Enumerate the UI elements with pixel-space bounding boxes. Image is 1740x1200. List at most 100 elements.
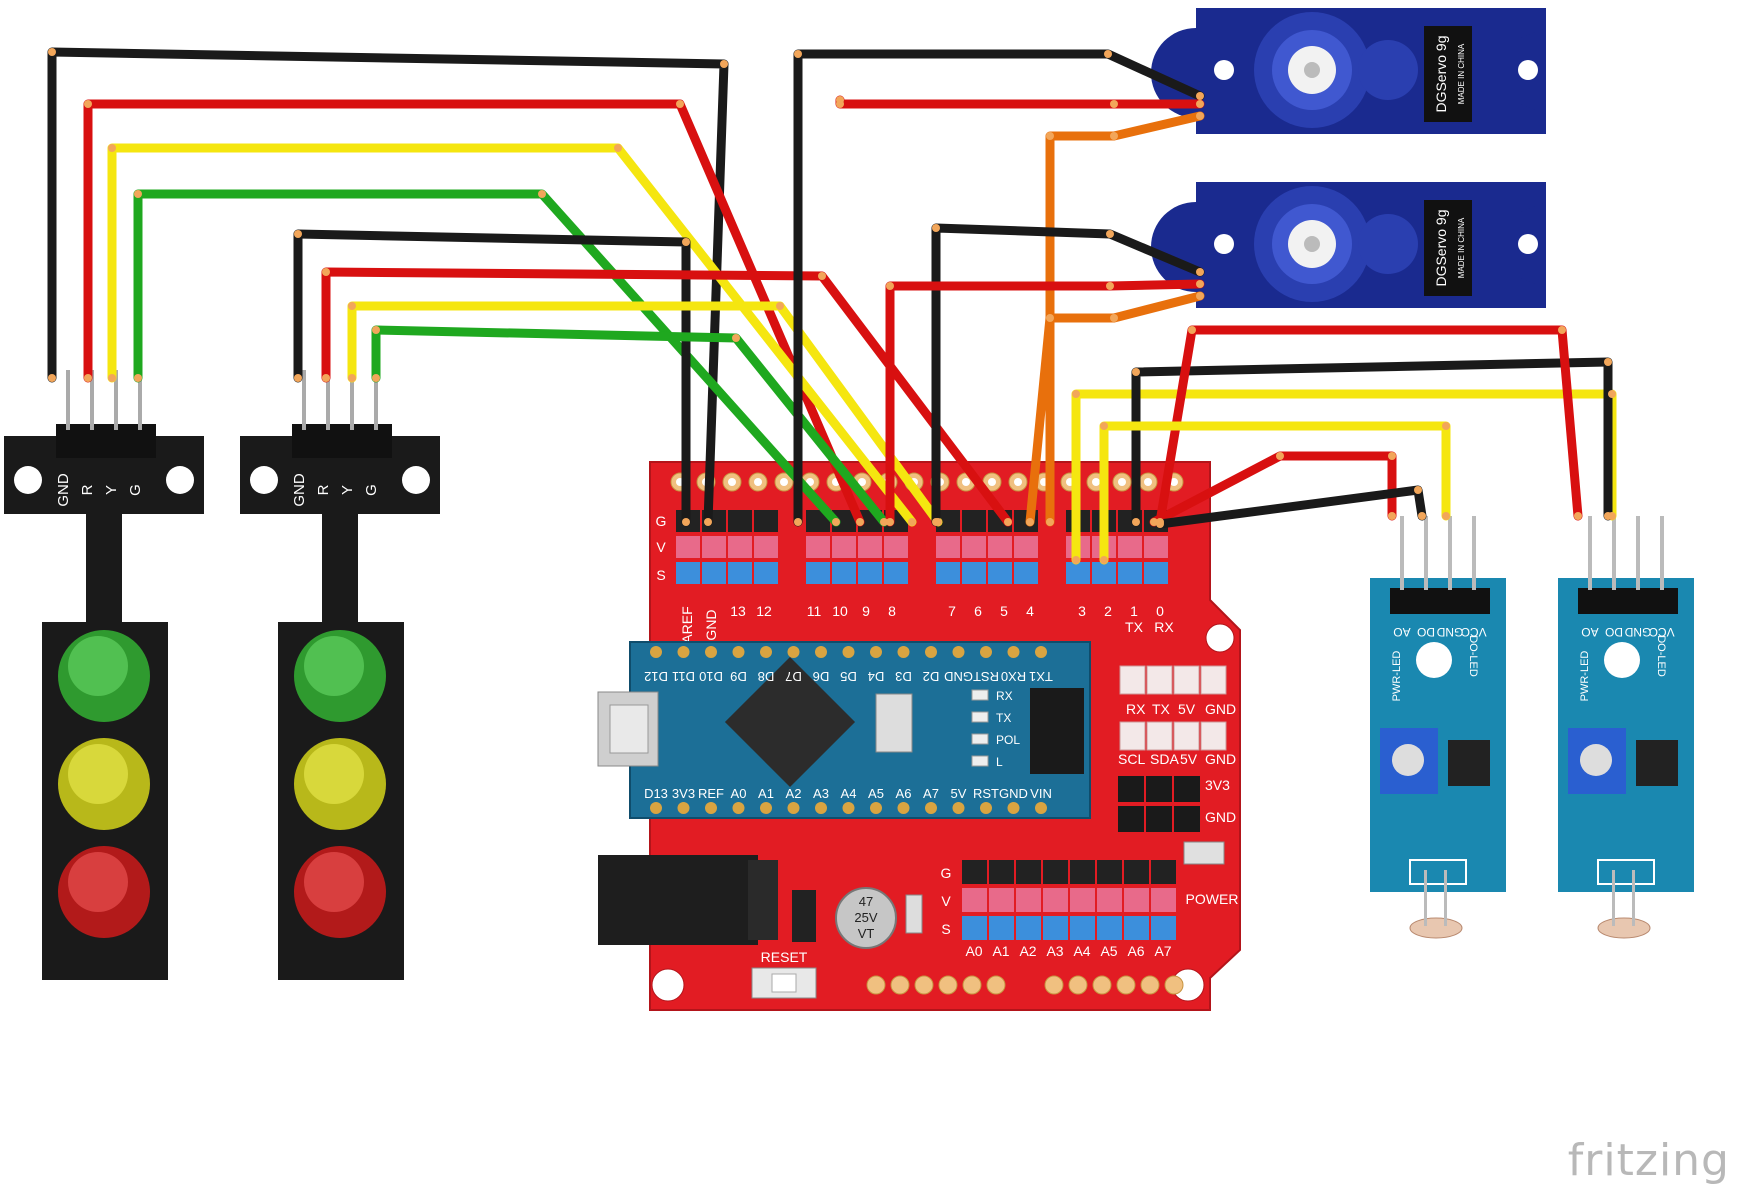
- wire-bend: [1604, 512, 1612, 520]
- power-jack: [598, 855, 758, 945]
- wire-bend: [732, 334, 740, 342]
- nano-pin-label-bottom: A3: [813, 786, 829, 801]
- wire-bend: [294, 374, 302, 382]
- header-pin-s: [988, 562, 1012, 584]
- wire-bend: [1196, 112, 1204, 120]
- i2c-header-pin: [1200, 721, 1227, 751]
- analog-pin-s: [989, 916, 1014, 940]
- nano-led-label-l: L: [996, 755, 1003, 769]
- wire-bend: [682, 238, 690, 246]
- ldr-leg: [1632, 870, 1635, 926]
- do-led-label: DO-LED: [1655, 635, 1667, 677]
- yellow-led-highlight: [304, 744, 364, 804]
- wire-bend: [322, 268, 330, 276]
- analog-pin-v: [962, 888, 987, 912]
- analog-pin-v: [989, 888, 1014, 912]
- pin-label-0: 0: [1156, 603, 1164, 619]
- wire-bend: [614, 144, 622, 152]
- wire-bend: [1110, 132, 1118, 140]
- wire-5: [293, 229, 691, 527]
- pin-label-aref: AREF: [679, 606, 695, 643]
- nano-pin-label-bottom: 5V: [951, 786, 967, 801]
- header-pin-s: [936, 562, 960, 584]
- wire-bend: [1276, 452, 1284, 460]
- nano-reset-button[interactable]: [875, 693, 913, 753]
- wire-bend: [1106, 230, 1114, 238]
- analog-pin-v: [1043, 888, 1068, 912]
- analog-label-a0: A0: [965, 943, 982, 959]
- wire-bend: [108, 144, 116, 152]
- header-pin-s: [728, 562, 752, 584]
- wire-bend: [1604, 358, 1612, 366]
- cap-label-3: VT: [858, 926, 875, 941]
- nano-pin-label-bottom: A7: [923, 786, 939, 801]
- header-pin-g: [754, 510, 778, 532]
- servo-sublabel: MADE IN CHINA: [1457, 217, 1466, 278]
- bottom-hole: [962, 975, 982, 995]
- nano-pin-label-top: D4: [868, 669, 885, 684]
- wire-bend: [84, 374, 92, 382]
- header-pin: [1424, 516, 1428, 590]
- wire-bend: [1046, 132, 1054, 140]
- servo-label: DGServo 9g: [1433, 35, 1449, 112]
- cap-label-2: 25V: [854, 910, 877, 925]
- servo-hole: [1518, 60, 1538, 80]
- header-pin-s: [884, 562, 908, 584]
- nano-pin-label-top: D10: [699, 669, 723, 684]
- bottom-hole: [1092, 975, 1112, 995]
- arduino-nano: D12D13D113V3D10REFD9A0D8A1D7A2D6A3D5A4D4…: [597, 641, 1091, 819]
- servo-hole: [1214, 234, 1234, 254]
- gnd-label: GND: [1205, 809, 1236, 825]
- icsp-header: [1030, 688, 1084, 774]
- servo-gear-small: [1358, 40, 1418, 100]
- wire-bend: [1608, 390, 1616, 398]
- plated-hole-center: [754, 478, 762, 486]
- nano-bottom-pin: [897, 802, 910, 814]
- wire-18: [1099, 421, 1451, 565]
- potentiometer-knob: [1580, 744, 1612, 776]
- plated-hole-center: [962, 478, 970, 486]
- nano-bottom-pin: [870, 802, 882, 814]
- pin-label-5: 5: [1000, 603, 1008, 619]
- nano-pin-label-top: D2: [923, 669, 940, 684]
- wire-bend: [48, 374, 56, 382]
- analog-pin-s: [1043, 916, 1068, 940]
- pin-label-gnd: GND: [55, 473, 72, 507]
- header-pin-g: [962, 510, 986, 532]
- pin-label-gnd: GND: [291, 473, 308, 507]
- wire-bend: [1110, 100, 1118, 108]
- microcontroller-chip: [724, 656, 856, 788]
- nano-led-label-pol: POL: [996, 733, 1020, 747]
- nano-pin-label-bottom: A6: [896, 786, 912, 801]
- wire-bend: [1442, 422, 1450, 430]
- pin-label-g: G: [127, 484, 144, 496]
- plated-hole-center: [1118, 478, 1126, 486]
- wire-9: [793, 49, 1205, 527]
- red-led-highlight: [304, 852, 364, 912]
- nano-pin-label-top: D9: [730, 669, 747, 684]
- wire-7: [347, 301, 943, 527]
- analog-pin-g: [1016, 860, 1041, 884]
- wire-bend: [1156, 520, 1164, 528]
- uart-label-gnd: GND: [1205, 701, 1236, 717]
- pin-label-4: 4: [1026, 603, 1034, 619]
- v33-label: 3V3: [1205, 777, 1230, 793]
- power-header-pin: [1174, 776, 1200, 802]
- wire-bend: [1196, 100, 1204, 108]
- rx-label: RX: [1154, 619, 1174, 635]
- pin-label-r: R: [315, 484, 332, 495]
- analog-pin-v: [1016, 888, 1041, 912]
- header-pin: [302, 370, 306, 430]
- nano-pin-label-bottom: 3V3: [672, 786, 695, 801]
- header-pin-g: [832, 510, 856, 532]
- do-led-label: DO-LED: [1467, 635, 1479, 677]
- header-pin-s: [1144, 562, 1168, 584]
- wire-16: [1131, 357, 1613, 527]
- nano-pin-label-bottom: VIN: [1030, 786, 1052, 801]
- nano-bottom-pin: [732, 802, 745, 814]
- pwr-led-label: PWR-LED: [1391, 651, 1403, 702]
- wire-bend: [886, 518, 894, 526]
- header-pin: [1400, 516, 1404, 590]
